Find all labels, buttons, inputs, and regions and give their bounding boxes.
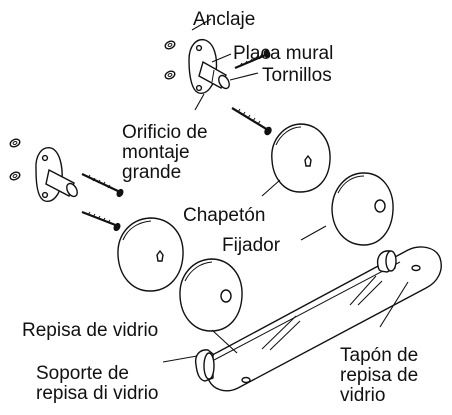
- upper-screws: [231, 49, 272, 136]
- label-screws: Tornillos: [262, 65, 332, 86]
- label-shelf-support-line1: Soporte de: [36, 363, 129, 384]
- leader-lines: [162, 18, 409, 363]
- upper-anchors: [164, 40, 176, 80]
- label-escutcheon: Chapetón: [183, 205, 266, 226]
- label-mounting-hole-line3: grande: [122, 162, 182, 183]
- lower-wall-plate: [35, 147, 78, 202]
- lower-screws: [81, 173, 124, 232]
- label-mounting-hole-line1: Orificio de: [122, 122, 208, 143]
- lower-escutcheon: [117, 217, 184, 292]
- label-wall-plate: Placa mural: [233, 43, 334, 64]
- label-shelf-cap-line1: Tapón de: [340, 345, 419, 366]
- label-mounting-hole-line2: montaje: [122, 142, 190, 163]
- label-shelf-cap-line3: vidrio: [340, 385, 386, 406]
- label-anchor: Anclaje: [193, 9, 256, 30]
- lower-set-screw-cap: [179, 258, 243, 332]
- label-shelf-cap-line2: repisa de: [340, 365, 419, 386]
- upper-set-screw-cap: [331, 172, 394, 246]
- label-set-screw: Fijador: [222, 235, 281, 256]
- label-shelf-support-line2: repisa di vidrio: [36, 383, 159, 404]
- lower-anchors: [9, 138, 21, 181]
- upper-escutcheon: [271, 123, 331, 193]
- shelf-supports: [194, 250, 397, 382]
- label-glass-shelf: Repisa de vidrio: [22, 320, 159, 341]
- upper-wall-plate: [188, 38, 230, 94]
